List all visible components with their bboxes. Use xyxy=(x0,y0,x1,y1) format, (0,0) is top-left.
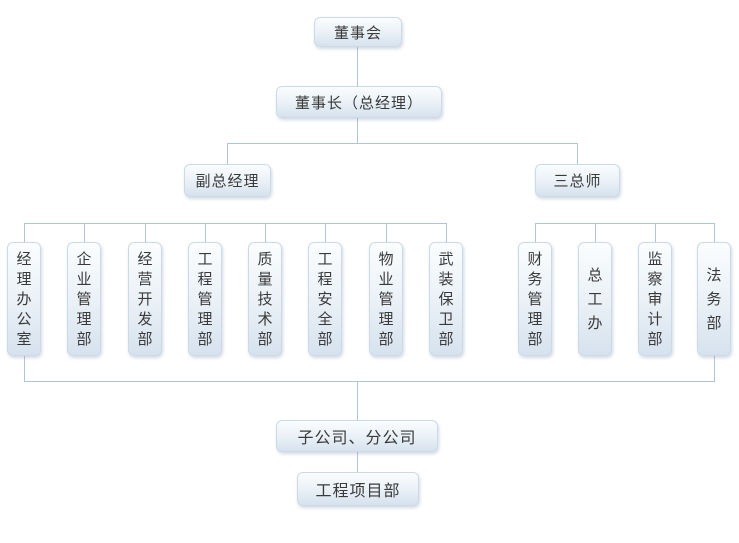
vertical-char: 经 xyxy=(137,250,153,268)
vertical-char: 业 xyxy=(378,270,394,288)
connector-leftmost-down xyxy=(24,356,25,381)
vertical-char: 务 xyxy=(527,270,543,288)
vertical-char: 总 xyxy=(587,266,603,284)
vertical-char: 部 xyxy=(76,330,92,348)
node-chairman-gm: 董事长（总经理） xyxy=(276,86,442,118)
vertical-char: 部 xyxy=(317,330,333,348)
connector-stub-right-3 xyxy=(655,223,656,242)
node-dept-supervision-audit: 监察审计部 xyxy=(638,242,672,356)
vertical-char: 部 xyxy=(197,330,213,348)
connector-stub-right-1 xyxy=(535,223,536,242)
node-dept-engineering-safety: 工程安全部 xyxy=(308,242,342,356)
connector-level2-rail xyxy=(227,143,578,144)
vertical-char: 工 xyxy=(317,250,333,268)
vertical-char: 公 xyxy=(16,310,32,328)
connector-stub-left-8 xyxy=(446,223,447,242)
vertical-char: 工 xyxy=(197,250,213,268)
connector-stub-right-2 xyxy=(595,223,596,242)
vertical-char: 管 xyxy=(76,290,92,308)
node-dept-business-dev: 经营开发部 xyxy=(128,242,162,356)
vertical-char: 理 xyxy=(197,310,213,328)
vertical-char: 察 xyxy=(647,270,663,288)
connector-rightmost-down xyxy=(714,356,715,381)
vertical-char: 安 xyxy=(317,290,333,308)
node-dept-manager-office: 经理办公室 xyxy=(7,242,41,356)
vertical-char: 营 xyxy=(137,270,153,288)
vertical-char: 技 xyxy=(257,290,273,308)
vertical-char: 理 xyxy=(527,310,543,328)
vertical-char: 办 xyxy=(587,314,603,332)
node-dept-finance-mgmt: 财务管理部 xyxy=(518,242,552,356)
vertical-char: 保 xyxy=(438,290,454,308)
connector-stub-left-3 xyxy=(145,223,146,242)
vertical-char: 卫 xyxy=(438,310,454,328)
vertical-char: 发 xyxy=(137,310,153,328)
vertical-char: 企 xyxy=(76,250,92,268)
vertical-char: 管 xyxy=(527,290,543,308)
connector-chairman-down xyxy=(357,118,358,143)
vertical-char: 部 xyxy=(137,330,153,348)
connector-subsidiaries-to-project xyxy=(357,452,358,472)
vertical-char: 理 xyxy=(378,310,394,328)
connector-stub-left-1 xyxy=(24,223,25,242)
connector-stub-left-7 xyxy=(386,223,387,242)
connector-board-to-chairman xyxy=(357,47,358,86)
node-dept-legal: 法务部 xyxy=(697,242,731,356)
vertical-char: 部 xyxy=(257,330,273,348)
vertical-char: 理 xyxy=(76,310,92,328)
node-board: 董事会 xyxy=(314,17,402,47)
vertical-char: 管 xyxy=(197,290,213,308)
node-dept-quality-tech: 质量技术部 xyxy=(248,242,282,356)
connector-stub-left-6 xyxy=(325,223,326,242)
vertical-char: 审 xyxy=(647,290,663,308)
vertical-char: 部 xyxy=(378,330,394,348)
node-dept-enterprise-mgmt: 企业管理部 xyxy=(67,242,101,356)
connector-to-three-chiefs xyxy=(577,143,578,164)
connector-stub-left-5 xyxy=(265,223,266,242)
vertical-char: 工 xyxy=(587,290,603,308)
vertical-char: 监 xyxy=(647,250,663,268)
vertical-char: 经 xyxy=(16,250,32,268)
vertical-char: 计 xyxy=(647,310,663,328)
node-dept-engineering-mgmt: 工程管理部 xyxy=(188,242,222,356)
vertical-char: 管 xyxy=(378,290,394,308)
vertical-char: 装 xyxy=(438,270,454,288)
vertical-char: 理 xyxy=(16,270,32,288)
vertical-char: 程 xyxy=(317,270,333,288)
node-dept-property-mgmt: 物业管理部 xyxy=(369,242,403,356)
connector-stub-left-4 xyxy=(205,223,206,242)
connector-to-subsidiaries xyxy=(357,381,358,420)
node-dept-armed-security: 武装保卫部 xyxy=(429,242,463,356)
vertical-char: 质 xyxy=(257,250,273,268)
node-dept-chief-engineer-office: 总工办 xyxy=(578,242,612,356)
connector-left-group-rail xyxy=(24,223,447,224)
node-subsidiaries: 子公司、分公司 xyxy=(276,420,438,452)
node-project-dept: 工程项目部 xyxy=(297,472,419,506)
vertical-char: 武 xyxy=(438,250,454,268)
vertical-char: 法 xyxy=(706,266,722,284)
connector-right-group-rail xyxy=(535,223,715,224)
vertical-char: 室 xyxy=(16,330,32,348)
connector-stub-right-4 xyxy=(714,223,715,242)
connector-bottom-rail xyxy=(24,381,715,382)
vertical-char: 开 xyxy=(137,290,153,308)
node-three-chiefs: 三总师 xyxy=(535,164,620,197)
vertical-char: 术 xyxy=(257,310,273,328)
vertical-char: 物 xyxy=(378,250,394,268)
vertical-char: 部 xyxy=(438,330,454,348)
vertical-char: 务 xyxy=(706,290,722,308)
vertical-char: 业 xyxy=(76,270,92,288)
vertical-char: 部 xyxy=(706,314,722,332)
vertical-char: 部 xyxy=(527,330,543,348)
connector-to-deputy-gm xyxy=(227,143,228,164)
vertical-char: 程 xyxy=(197,270,213,288)
connector-stub-left-2 xyxy=(84,223,85,242)
vertical-char: 办 xyxy=(16,290,32,308)
vertical-char: 量 xyxy=(257,270,273,288)
node-deputy-gm: 副总经理 xyxy=(184,164,271,197)
vertical-char: 全 xyxy=(317,310,333,328)
vertical-char: 财 xyxy=(527,250,543,268)
vertical-char: 部 xyxy=(647,330,663,348)
